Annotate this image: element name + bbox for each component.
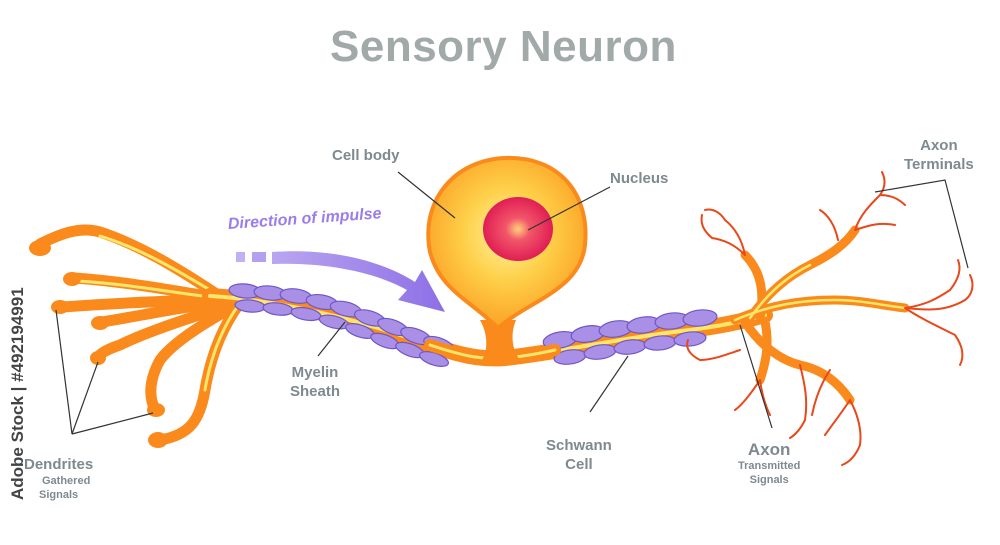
axon-terminals <box>686 171 974 466</box>
label-dendrites-group: Dendrites Gathered Signals <box>24 455 93 502</box>
label-dendrites: Dendrites <box>24 456 94 473</box>
label-nucleus: Nucleus <box>610 170 669 187</box>
label-axon-sub2: Signals <box>749 474 789 486</box>
stock-watermark: Adobe Stock | #492194991 <box>8 287 27 500</box>
dendrites <box>29 224 246 448</box>
label-myelin-line2: Sheath <box>290 383 341 400</box>
label-myelin-sheath: Myelin Sheath <box>290 363 340 401</box>
cell-body-stalk <box>480 320 520 360</box>
label-schwann-line2: Cell <box>565 456 593 473</box>
diagram-title: Sensory Neuron <box>330 22 677 71</box>
schwann-cell-segments <box>542 309 718 365</box>
nucleus <box>483 197 553 261</box>
label-schwann-cell: Schwann Cell <box>546 436 612 474</box>
label-axon-terminals: Axon Terminals <box>904 136 974 174</box>
label-axon-terminals-line1: Axon <box>920 137 958 154</box>
label-cell-body: Cell body <box>332 147 400 164</box>
label-axon-title: Axon <box>747 440 791 459</box>
myelin-sheath-segments <box>228 283 455 367</box>
label-myelin-line1: Myelin <box>291 364 339 381</box>
label-dendrites-sub1: Gathered <box>42 475 91 487</box>
label-axon-terminals-line2: Terminals <box>904 156 974 173</box>
label-axon-sub1: Transmitted <box>738 460 801 472</box>
direction-arrow <box>236 251 445 312</box>
label-axon: Axon Transmitted Signals <box>738 440 800 487</box>
label-schwann-line1: Schwann <box>546 437 612 454</box>
label-dendrites-sub2: Signals <box>39 489 79 501</box>
leader-lines <box>55 171 969 435</box>
